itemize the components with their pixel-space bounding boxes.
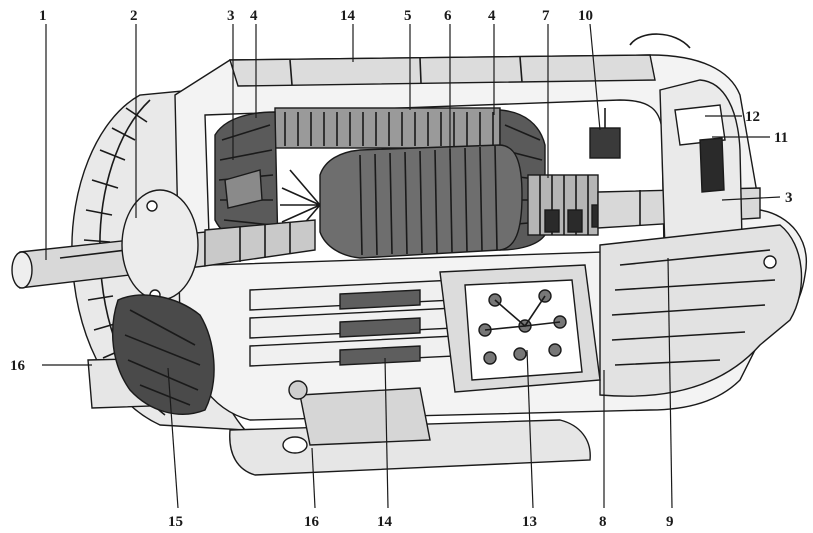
label-15: 15 <box>168 514 183 530</box>
part-labels: 1 2 3 4 14 5 6 4 7 10 12 11 3 16 15 16 1… <box>10 8 793 530</box>
label-14-top: 14 <box>340 8 356 24</box>
end-cover-lower-right <box>599 224 803 397</box>
cooling-fan <box>112 294 215 415</box>
leader-15 <box>167 367 179 509</box>
label-9: 9 <box>666 514 674 530</box>
leader-14b <box>384 357 389 509</box>
leader-10 <box>589 23 601 131</box>
label-8: 8 <box>599 514 607 530</box>
motor-illustration <box>11 33 807 476</box>
leader-3b <box>721 196 781 201</box>
rotor <box>280 144 523 259</box>
label-13: 13 <box>522 514 537 530</box>
label-1: 1 <box>39 8 47 24</box>
leader-9 <box>667 257 673 509</box>
label-5: 5 <box>404 8 412 24</box>
terminal-box <box>439 264 601 393</box>
label-14-bottom: 14 <box>377 514 393 530</box>
label-3-right: 3 <box>785 190 793 206</box>
label-6: 6 <box>444 8 452 24</box>
label-2: 2 <box>130 8 138 24</box>
cooling-fins <box>249 279 456 367</box>
brush-holder <box>589 108 621 159</box>
label-11: 11 <box>774 130 788 146</box>
leader-13 <box>526 349 534 509</box>
label-3-top: 3 <box>227 8 235 24</box>
leader-lines <box>42 23 781 509</box>
label-16-bottom: 16 <box>304 514 320 530</box>
label-4-left: 4 <box>250 8 258 24</box>
label-10: 10 <box>578 8 593 24</box>
label-7: 7 <box>542 8 550 24</box>
end-shield-right <box>629 33 743 252</box>
end-shield-left <box>121 169 263 301</box>
leader-16b <box>311 447 316 509</box>
label-4-right: 4 <box>488 8 496 24</box>
label-16-left: 16 <box>10 358 26 374</box>
slip-rings <box>527 174 607 236</box>
stator-core <box>274 107 501 149</box>
label-12: 12 <box>745 109 760 125</box>
